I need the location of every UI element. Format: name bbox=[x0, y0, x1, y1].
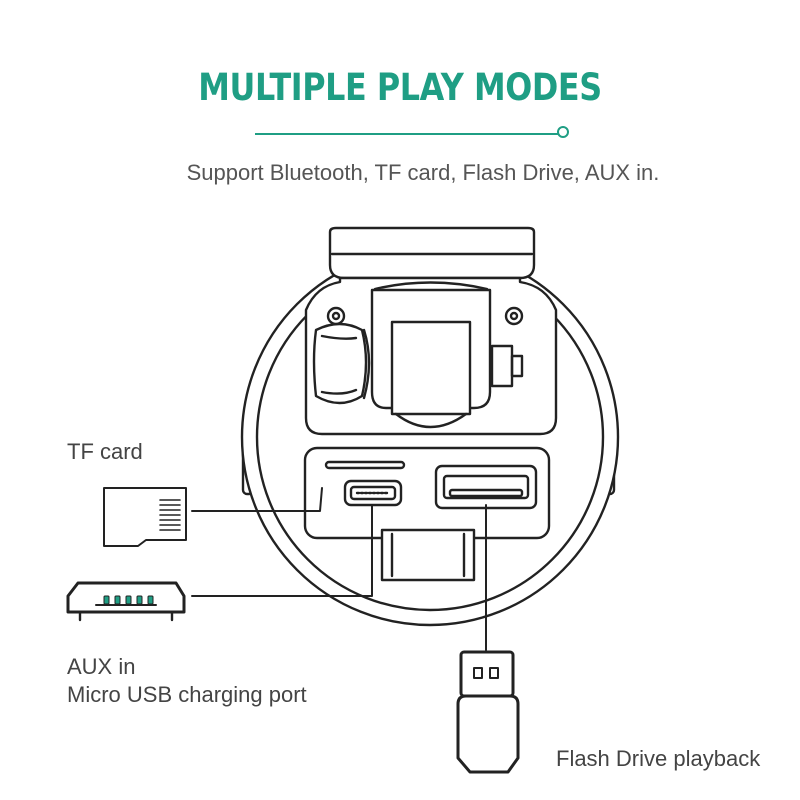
micro-usb-leader-line bbox=[191, 504, 373, 597]
tf-card-icon bbox=[103, 487, 187, 547]
micro-usb-plug-icon bbox=[66, 581, 186, 622]
fm-transmitter-device bbox=[240, 226, 620, 627]
flash-drive-label: Flash Drive playback bbox=[556, 746, 761, 771]
micro-usb-label: Micro USB charging port bbox=[67, 682, 307, 707]
page-title: MULTIPLE PLAY MODES bbox=[198, 66, 602, 109]
tf-card-leader-line bbox=[191, 487, 323, 512]
title-underline bbox=[255, 133, 559, 135]
tf-card-label: TF card bbox=[67, 439, 143, 464]
title-underline-dot bbox=[557, 126, 569, 138]
usb-flash-drive-icon bbox=[456, 650, 520, 774]
page-subtitle: Support Bluetooth, TF card, Flash Drive,… bbox=[186, 160, 660, 185]
aux-in-label: AUX in bbox=[67, 654, 136, 679]
